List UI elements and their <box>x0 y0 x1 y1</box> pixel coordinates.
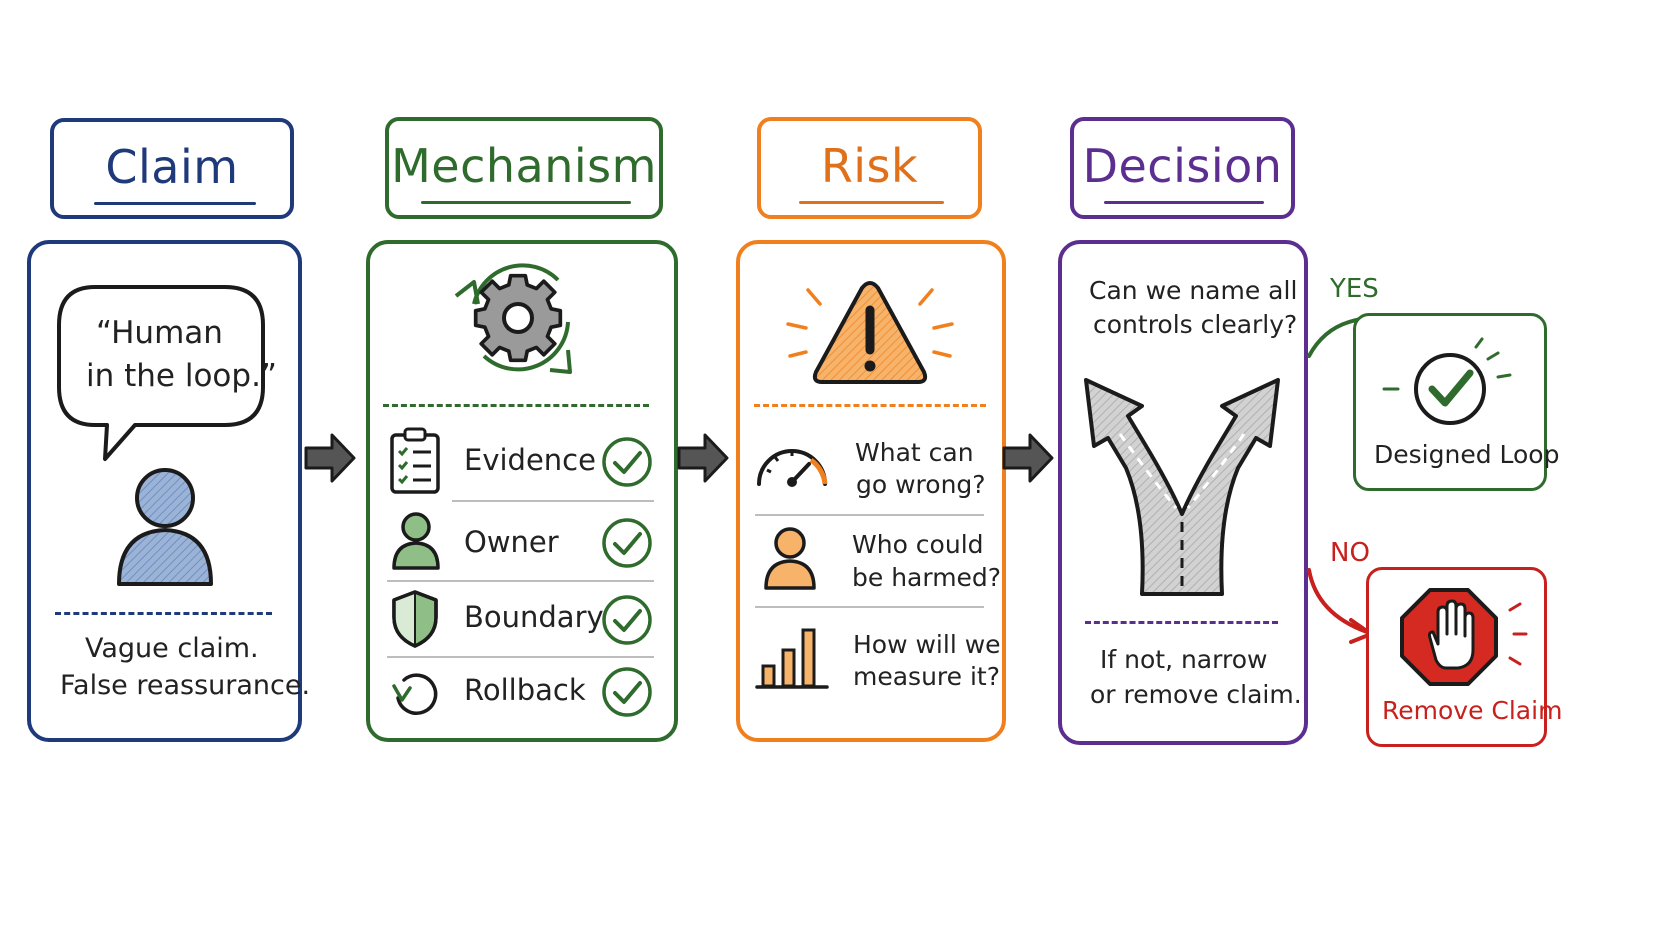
remove-claim-label: Remove Claim <box>1382 696 1563 725</box>
yes-label: YES <box>1330 274 1379 304</box>
mechanism-divider <box>383 404 649 407</box>
claim-note-line1: Vague claim. <box>85 633 259 664</box>
check-circle-icon <box>602 518 652 568</box>
decision-note-line1: If not, narrow <box>1100 645 1268 674</box>
claim-title: Claim <box>105 140 239 194</box>
bar-chart-icon <box>755 628 829 689</box>
mechanism-row-separator <box>387 580 654 582</box>
fork-road-icon <box>1084 378 1280 596</box>
speech-bubble-icon <box>57 285 265 461</box>
risk-title: Risk <box>820 139 919 193</box>
mechanism-item-label: Boundary <box>464 600 604 634</box>
flow-arrow-icon <box>677 433 729 483</box>
decision-question-line1: Can we name all <box>1089 276 1298 305</box>
mechanism-title: Mechanism <box>391 139 657 193</box>
risk-row-separator <box>755 606 984 608</box>
shield-icon <box>392 590 438 648</box>
undo-arrow-icon <box>392 673 438 715</box>
claim-quote-line1: “Human <box>96 315 223 351</box>
risk-title-box: Risk <box>757 117 982 219</box>
decision-title-box: Decision <box>1070 117 1295 219</box>
gauge-icon <box>757 449 828 487</box>
decision-divider <box>1085 621 1278 624</box>
risk-item-line2: measure it? <box>853 662 1000 691</box>
person-icon <box>392 512 440 570</box>
claim-note-line2: False reassurance. <box>60 670 311 701</box>
decision-title-underline <box>1104 201 1264 204</box>
mechanism-item-label: Evidence <box>464 443 596 477</box>
person-icon <box>117 468 213 586</box>
check-circle-icon <box>602 437 652 487</box>
gear-cycle-icon <box>454 263 572 374</box>
risk-item-line1: What can <box>855 438 974 467</box>
decision-panel <box>1058 240 1308 745</box>
person-icon <box>764 527 816 590</box>
flow-arrow-icon <box>1002 433 1054 483</box>
warning-triangle-icon <box>786 281 954 384</box>
flow-arrow-icon <box>304 433 356 483</box>
risk-title-underline <box>799 201 944 204</box>
mechanism-item-label: Owner <box>464 525 559 559</box>
decision-title: Decision <box>1082 139 1283 193</box>
check-circle-icon <box>1382 337 1512 425</box>
decision-question-line2: controls clearly? <box>1093 310 1298 339</box>
risk-divider <box>754 404 986 407</box>
check-circle-icon <box>602 595 652 645</box>
mechanism-title-box: Mechanism <box>385 117 663 219</box>
check-circle-icon <box>602 667 652 717</box>
no-label: NO <box>1330 538 1370 568</box>
claim-title-box: Claim <box>50 118 294 219</box>
stop-hand-icon <box>1400 588 1528 686</box>
mechanism-title-underline <box>421 201 631 204</box>
mechanism-item-label: Rollback <box>464 673 586 707</box>
clipboard-checklist-icon <box>390 427 440 494</box>
claim-divider <box>55 612 272 615</box>
claim-quote-line2: in the loop.” <box>86 358 277 394</box>
decision-note-line2: or remove claim. <box>1090 680 1302 709</box>
risk-item-line2: be harmed? <box>852 563 1002 592</box>
mechanism-row-separator <box>452 500 654 502</box>
risk-item-line2: go wrong? <box>856 470 986 499</box>
risk-row-separator <box>755 514 984 516</box>
risk-item-line1: How will we <box>853 630 1001 659</box>
mechanism-row-separator <box>387 656 654 658</box>
risk-item-line1: Who could <box>852 530 984 559</box>
designed-loop-label: Designed Loop <box>1374 440 1560 469</box>
claim-title-underline <box>94 202 256 205</box>
